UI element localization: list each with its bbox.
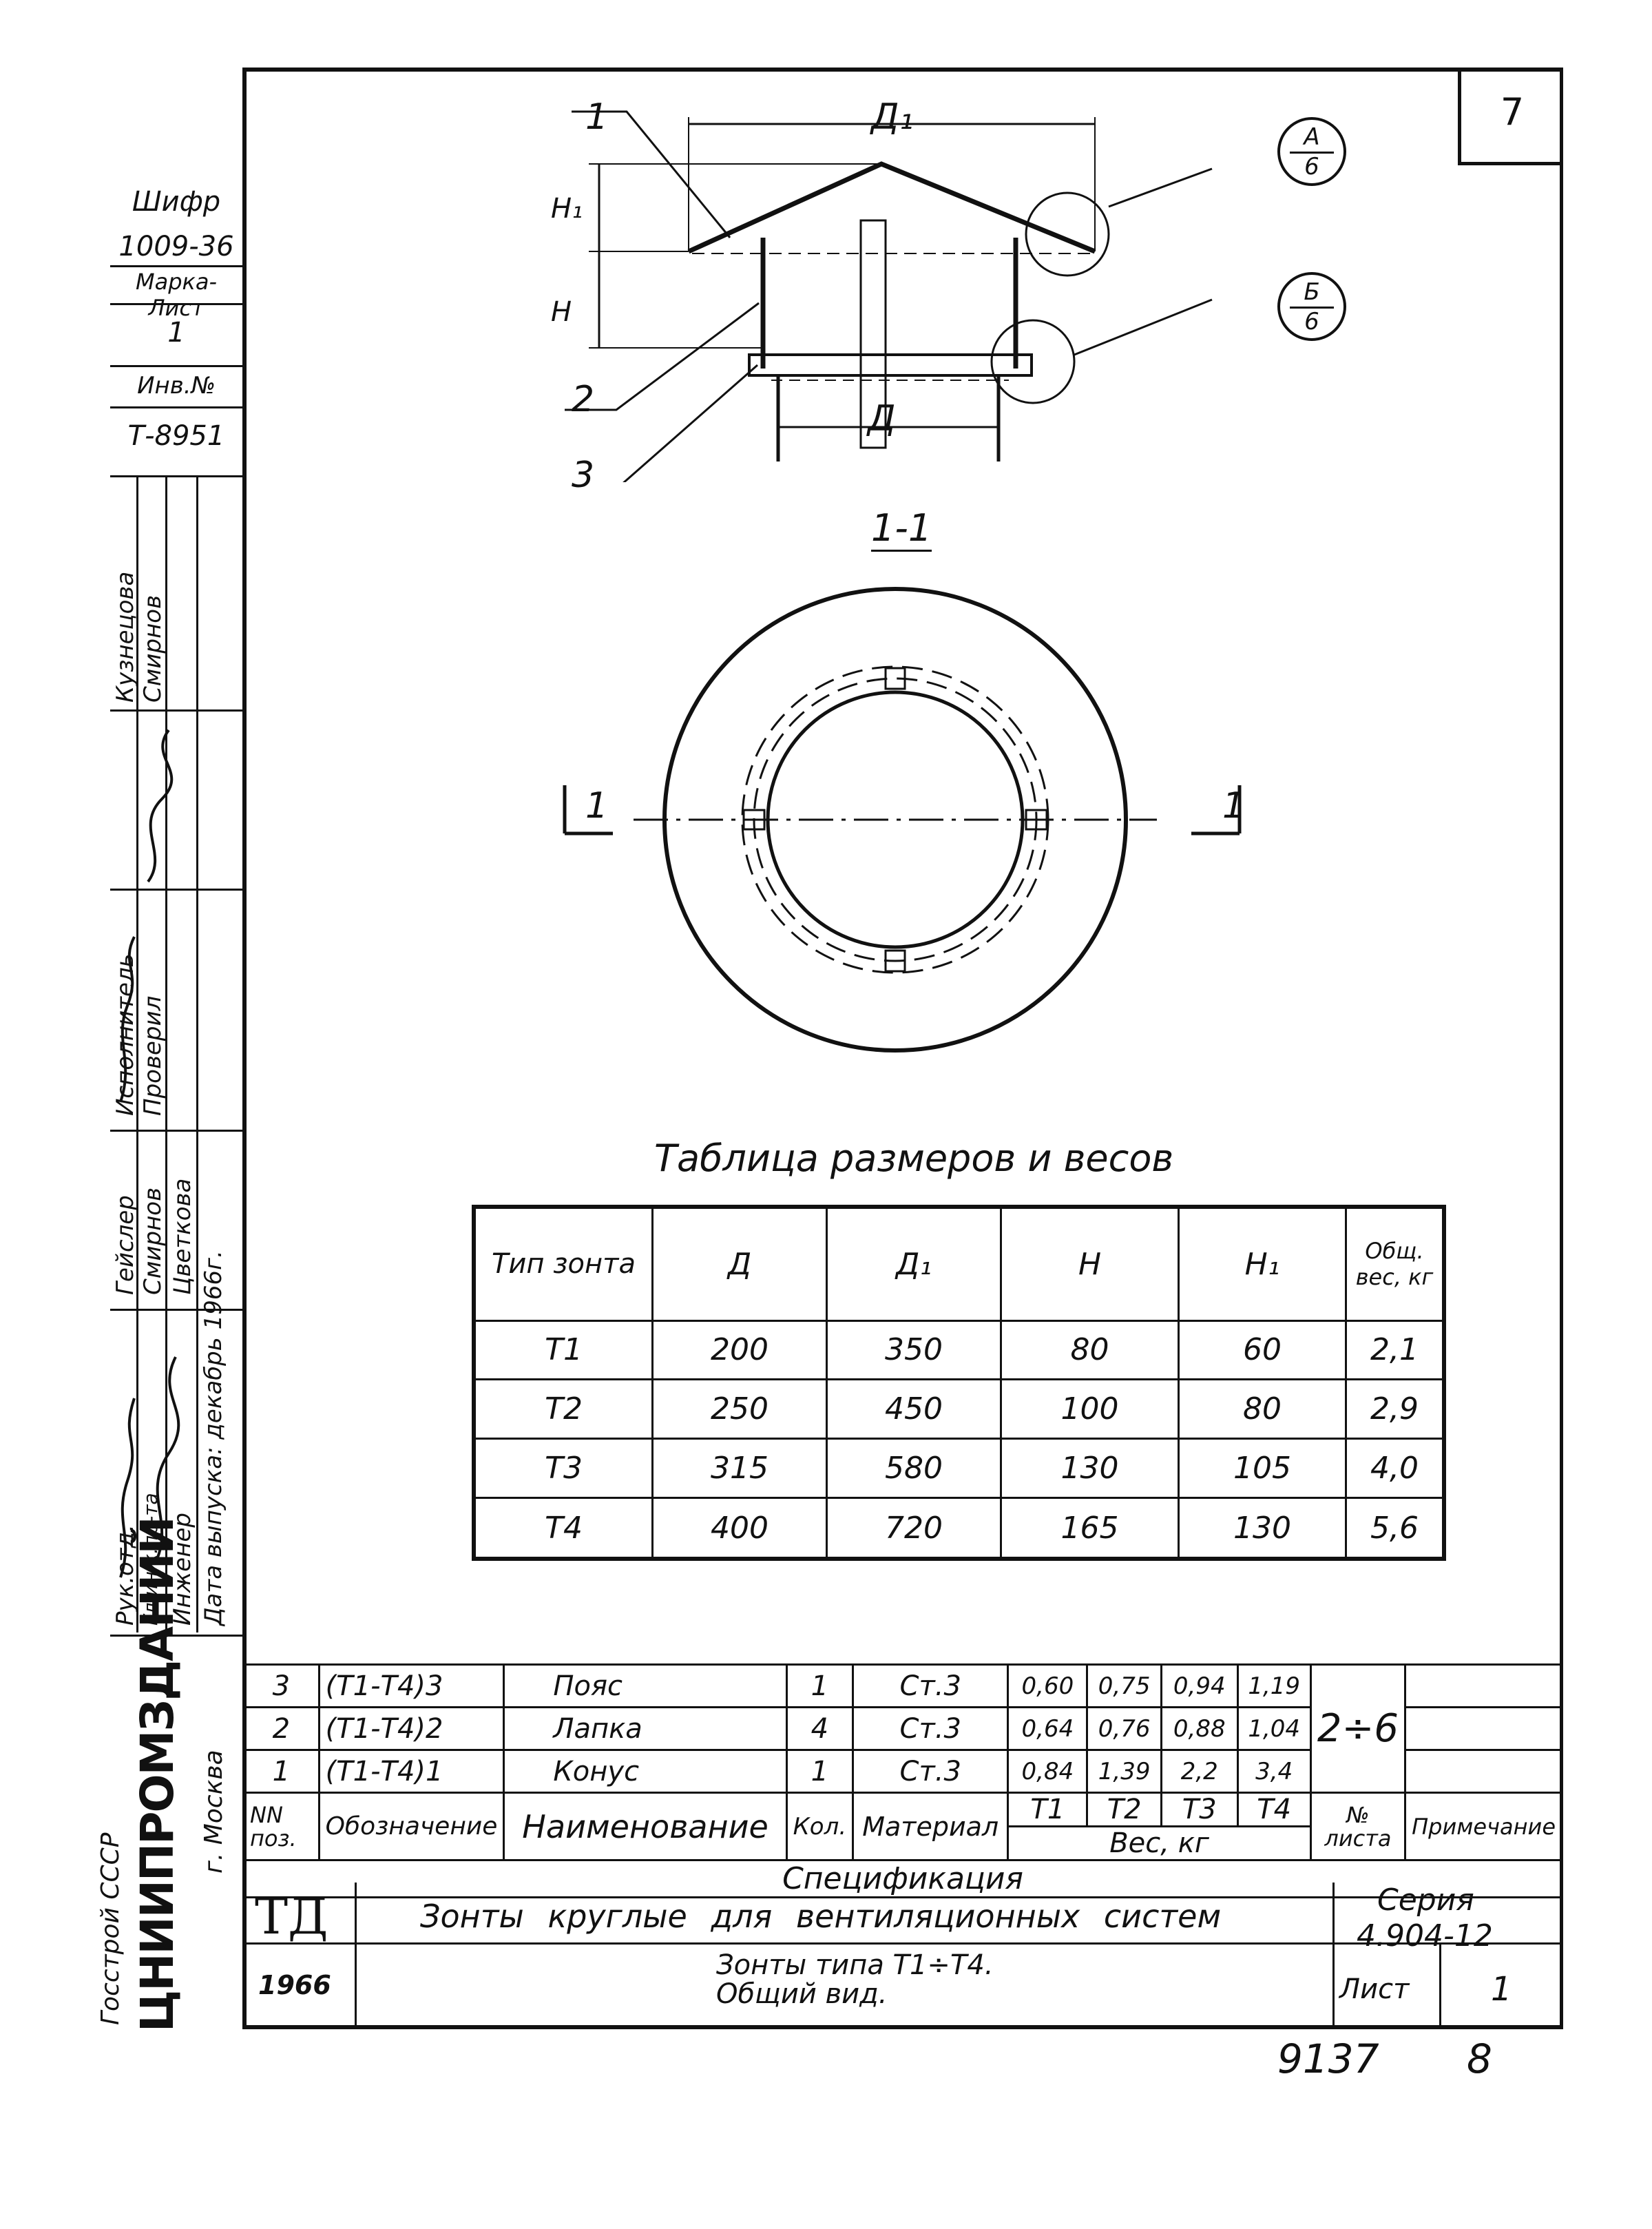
org-city: г. Москва <box>200 1750 228 1874</box>
name-head: Гейслер <box>112 1195 139 1295</box>
title-block-logo: ТД <box>255 1887 328 1945</box>
sheet-value: 1 <box>1491 1970 1512 2009</box>
spec-sheet-ref: 2÷6 <box>1309 1663 1407 1794</box>
shifr-label: Шифр <box>132 186 221 218</box>
header-weight: Общ. вес, кг <box>1345 1205 1445 1322</box>
spec-caption: Спецификация <box>242 1859 1563 1898</box>
section-mark-left: 1 <box>585 785 609 827</box>
inv-value: Т-8951 <box>127 420 225 452</box>
section-title: 1-1 <box>871 506 932 552</box>
spec-header-qty: Кол. <box>785 1792 855 1861</box>
signatures-lower <box>119 1356 180 1578</box>
spec-header-note: Примечание <box>1404 1792 1563 1861</box>
title-block-year: 1966 <box>258 1970 331 2000</box>
bottom-number-right: 8 <box>1467 2035 1492 2082</box>
dims-table-title: Таблица размеров и весов <box>654 1137 1174 1180</box>
release-date: Дата выпуска: декабрь 1966г. <box>200 1250 227 1626</box>
shifr-value: 1009-36 <box>118 231 234 262</box>
signatures-upper <box>119 729 174 1103</box>
drawing-frame <box>242 68 1563 2029</box>
detail-marker-A: А 6 <box>1277 117 1346 186</box>
name-executor: Кузнецова <box>112 571 139 703</box>
dim-H-label: Н <box>551 296 572 328</box>
name-chief-engineer: Смирнов <box>139 1187 167 1295</box>
spec-header-t2: Т2 <box>1086 1792 1162 1827</box>
header-H1: Н₁ <box>1178 1205 1347 1322</box>
org-main-name: ЦНИИПРОМЗДАНИЙ <box>131 1517 184 2032</box>
spec-header-designation: Обозначение <box>317 1792 505 1861</box>
name-engineer: Цветкова <box>169 1178 196 1295</box>
series-label: Серия <box>1377 1883 1474 1918</box>
header-D: Д <box>651 1205 828 1322</box>
marka-value: 1 <box>167 317 185 349</box>
title-block-title: Зонты круглые для вентиляционных систем <box>420 1898 1222 1935</box>
callout-3: 3 <box>572 455 595 496</box>
section-mark-right: 1 <box>1222 785 1246 827</box>
title-block-subtitle-1: Зонты типа Т1÷Т4. <box>716 1949 994 1981</box>
detail-marker-B: Б 6 <box>1277 272 1346 341</box>
spec-header-row: NN поз. Обозначение Наименование Кол. Ма… <box>242 1792 1563 1861</box>
spec-header-name: Наименование <box>503 1792 788 1861</box>
dims-table-header: Тип зонта Д Д₁ Н Н₁ Общ. вес, кг <box>472 1205 1445 1322</box>
callout-1: 1 <box>585 96 609 138</box>
series-value: 4.904-12 <box>1357 1918 1493 1953</box>
spec-header-sheet-no: № листа <box>1309 1792 1407 1861</box>
dim-D-label: Д <box>868 398 896 439</box>
sheet-corner-number: 7 <box>1458 68 1563 165</box>
title-block-subtitle-2: Общий вид. <box>716 1978 888 2010</box>
marka-label: Марка-Лист <box>135 269 217 321</box>
inv-label: Инв.№ <box>137 372 216 400</box>
bottom-number-left: 9137 <box>1277 2035 1379 2082</box>
plan-view-drawing <box>563 587 1242 1053</box>
header-D1: Д₁ <box>826 1205 1002 1322</box>
spec-header-pos: NN поз. <box>242 1792 320 1861</box>
org-name: Госстрой СССР <box>96 1832 125 2025</box>
side-view-drawing <box>565 110 1213 482</box>
dim-D1-label: Д₁ <box>871 96 914 138</box>
spec-header-material: Материал <box>852 1792 1010 1861</box>
spec-header-weight: Вес, кг <box>1007 1825 1312 1861</box>
sheet-label: Лист <box>1339 1973 1410 2005</box>
header-H: Н <box>1000 1205 1180 1322</box>
spec-header-t3: Т3 <box>1160 1792 1239 1827</box>
header-type: Тип зонта <box>472 1205 654 1322</box>
spec-header-t1: Т1 <box>1007 1792 1089 1827</box>
dim-H1-label: Н₁ <box>551 193 583 225</box>
name-checker: Смирнов <box>139 594 167 703</box>
spec-header-t4: Т4 <box>1236 1792 1312 1827</box>
callout-2: 2 <box>572 379 595 420</box>
